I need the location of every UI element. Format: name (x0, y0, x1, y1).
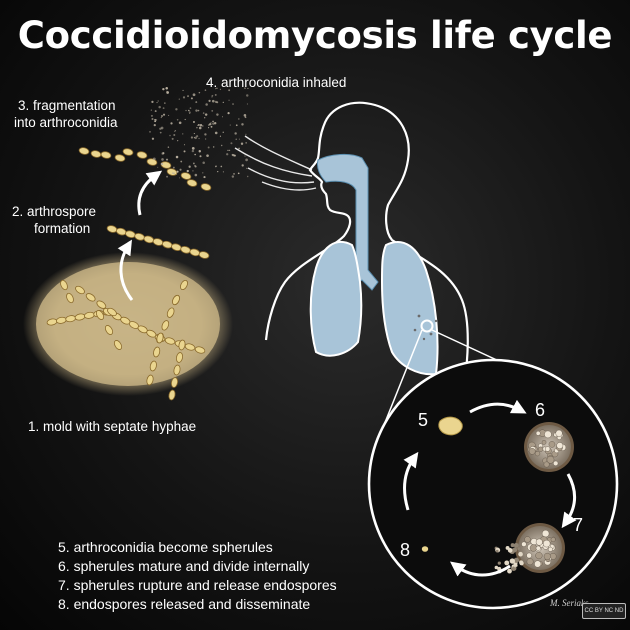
endospore (421, 546, 429, 552)
page-title: Coccidioidomycosis life cycle (17, 14, 613, 57)
spherule-mature (524, 422, 574, 472)
arrow-5-to-6 (469, 399, 527, 414)
arrow-arthrospore-to-fragment (137, 170, 163, 216)
legend-item-5: 5. arthroconidia become spherules (58, 539, 273, 555)
cycle-number-7: 7 (573, 515, 584, 535)
step-2-label-line2: formation (34, 221, 91, 236)
spherule-rupturing (494, 523, 565, 574)
airway (317, 153, 379, 291)
zoom-circle (367, 358, 619, 610)
arrow-6-to-7 (561, 473, 577, 529)
arrow-mold-to-arthrospore (117, 239, 134, 301)
step-2-label-line1: 2. arthrospore (12, 204, 97, 219)
arrow-8-to-5 (403, 451, 419, 511)
human-silhouette (264, 101, 469, 409)
cycle-number-8: 8 (400, 540, 411, 560)
arthroconidia-fragments (78, 147, 212, 191)
step-3-label-line2: into arthroconidia (14, 115, 118, 130)
alveoli-spores (413, 314, 438, 341)
author-signature: M. Seriaks (550, 598, 589, 608)
airflow-lines (234, 135, 317, 191)
license-badge: CC BY NC ND (582, 603, 626, 619)
septate-hyphae (46, 279, 206, 401)
step-3-label-line1: 3. fragmentation (18, 98, 116, 113)
arthrospore-chain (106, 225, 210, 259)
cycle-number-5: 5 (418, 410, 429, 430)
arrow-7-to-8 (449, 561, 511, 577)
legend-item-6: 6. spherules mature and divide internall… (58, 558, 310, 574)
lungs (309, 240, 439, 376)
inhaled-particles (149, 87, 249, 179)
step-1-label: 1. mold with septate hyphae (28, 419, 197, 434)
spherule-small (438, 416, 463, 436)
legend-item-7: 7. spherules rupture and release endospo… (58, 577, 337, 593)
alveoli-marker (420, 319, 434, 333)
step-4-label: 4. arthroconidia inhaled (206, 75, 347, 90)
cycle-arrows (403, 399, 577, 577)
cycle-number-6: 6 (535, 400, 546, 420)
legend-item-8: 8. endospores released and disseminate (58, 596, 311, 612)
legend: 5. arthroconidia become spherules 6. sph… (58, 538, 337, 614)
